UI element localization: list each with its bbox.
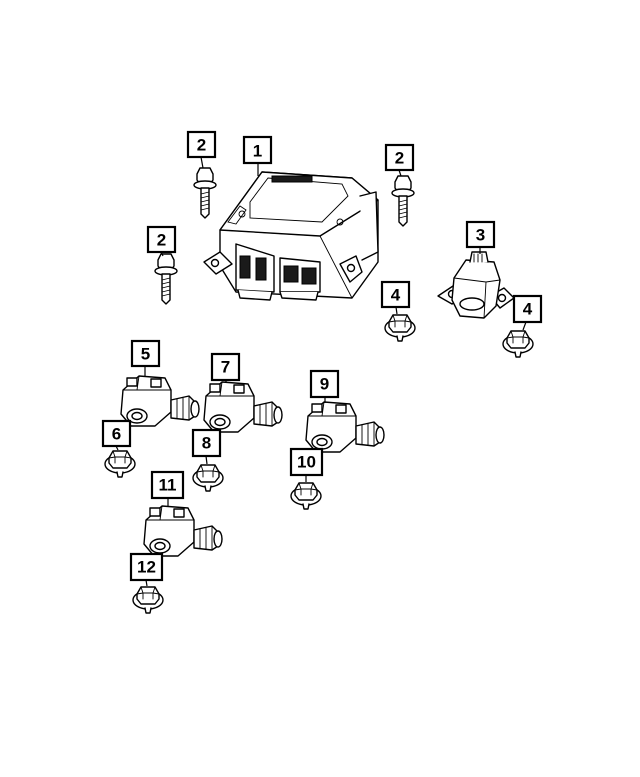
callout-4b: 4 bbox=[512, 294, 543, 324]
callout-2a: 2 bbox=[186, 130, 217, 159]
svg-text:4: 4 bbox=[391, 286, 401, 305]
svg-text:1: 1 bbox=[253, 142, 262, 161]
svg-text:5: 5 bbox=[141, 345, 150, 364]
nut-4a bbox=[384, 314, 416, 342]
svg-text:12: 12 bbox=[137, 558, 156, 577]
callout-1: 1 bbox=[242, 135, 273, 165]
nut-4b bbox=[502, 330, 534, 358]
svg-text:7: 7 bbox=[221, 358, 230, 377]
nut-10 bbox=[290, 482, 322, 510]
callout-4a: 4 bbox=[380, 280, 411, 309]
callout-3: 3 bbox=[465, 220, 496, 249]
svg-text:6: 6 bbox=[112, 425, 121, 444]
svg-text:9: 9 bbox=[320, 375, 329, 394]
callout-5: 5 bbox=[130, 339, 161, 368]
callout-12: 12 bbox=[129, 552, 164, 582]
svg-text:2: 2 bbox=[157, 231, 166, 250]
callout-2c: 2 bbox=[146, 225, 177, 254]
svg-text:8: 8 bbox=[202, 434, 211, 453]
callout-10: 10 bbox=[289, 447, 324, 477]
svg-text:11: 11 bbox=[159, 476, 177, 495]
callout-2b: 2 bbox=[384, 143, 415, 172]
svg-text:2: 2 bbox=[197, 136, 206, 155]
nut-6 bbox=[104, 450, 136, 478]
nut-8 bbox=[192, 464, 224, 492]
impact-sensor-9 bbox=[305, 401, 385, 453]
control-module bbox=[203, 171, 379, 301]
screw-2c bbox=[154, 253, 178, 305]
svg-text:3: 3 bbox=[476, 226, 485, 245]
svg-text:4: 4 bbox=[523, 300, 533, 319]
callout-8: 8 bbox=[191, 428, 222, 458]
impact-sensor-5 bbox=[120, 375, 200, 427]
callout-7: 7 bbox=[210, 352, 241, 382]
callout-9: 9 bbox=[309, 369, 340, 399]
svg-text:10: 10 bbox=[297, 453, 316, 472]
impact-sensor-11 bbox=[143, 505, 223, 557]
svg-text:2: 2 bbox=[395, 149, 404, 168]
impact-sensor-7 bbox=[203, 381, 283, 433]
callout-11: 11 bbox=[150, 470, 185, 500]
screw-2b bbox=[391, 175, 415, 227]
center-sensor bbox=[437, 251, 515, 319]
nut-12 bbox=[132, 586, 164, 614]
screw-2a bbox=[193, 167, 217, 219]
callout-6: 6 bbox=[101, 419, 132, 448]
